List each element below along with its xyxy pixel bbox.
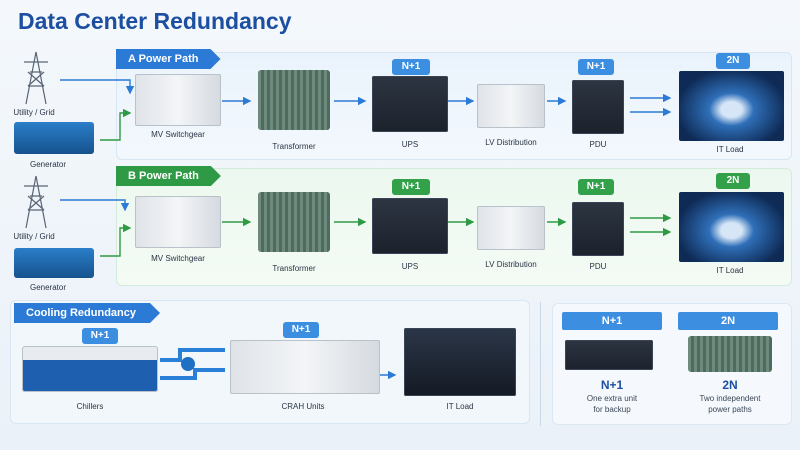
legend-2n-icon bbox=[688, 336, 772, 372]
legend-n1-icon bbox=[565, 340, 653, 370]
legend-n1-desc-2: for backup bbox=[593, 405, 631, 414]
legend-2n-title: 2N bbox=[722, 378, 738, 392]
mv-switchgear-icon bbox=[135, 196, 221, 248]
transformer-icon bbox=[258, 70, 330, 130]
lv-distribution-icon bbox=[477, 206, 545, 250]
chillers-badge: N+1 bbox=[82, 328, 118, 344]
pdu-badge: N+1 bbox=[578, 59, 614, 75]
transformer-label: Transformer bbox=[272, 142, 316, 151]
pipe-icon bbox=[160, 348, 225, 380]
pdu-icon bbox=[572, 202, 624, 256]
legend-n1-header: N+1 bbox=[562, 312, 662, 330]
generator-icon bbox=[14, 248, 94, 278]
lv-distribution-label: LV Distribution bbox=[485, 260, 537, 269]
legend-2n-desc-2: power paths bbox=[708, 405, 752, 414]
ups-icon bbox=[372, 76, 448, 132]
ups-badge: N+1 bbox=[392, 59, 430, 75]
server-room-icon bbox=[679, 192, 784, 262]
legend-n1-desc-1: One extra unit bbox=[586, 394, 638, 403]
chillers-label: Chillers bbox=[76, 402, 104, 411]
arrow-generator-a bbox=[100, 108, 132, 141]
utility-label: Utility / Grid bbox=[13, 108, 55, 117]
pdu-icon bbox=[572, 80, 624, 134]
crah-units-label: CRAH Units bbox=[281, 402, 325, 411]
server-room-icon bbox=[679, 71, 784, 141]
crah-badge: N+1 bbox=[283, 322, 319, 338]
tower-icon bbox=[24, 51, 48, 105]
ups-label: UPS bbox=[401, 262, 419, 271]
arrow-generator-b bbox=[100, 223, 132, 257]
legend-2n-header: 2N bbox=[678, 312, 778, 330]
utility-label: Utility / Grid bbox=[13, 232, 55, 241]
arrow-utility-a bbox=[60, 79, 135, 95]
it-load-badge: 2N bbox=[716, 53, 750, 69]
tower-icon bbox=[24, 175, 48, 229]
mv-switchgear-icon bbox=[135, 74, 221, 126]
generator-icon bbox=[14, 122, 94, 154]
crah-units-icon bbox=[230, 340, 380, 394]
it-load-label: IT Load bbox=[716, 266, 744, 275]
ups-badge: N+1 bbox=[392, 179, 430, 195]
path-b-tab: B Power Path bbox=[116, 166, 221, 186]
transformer-label: Transformer bbox=[272, 264, 316, 273]
pdu-badge: N+1 bbox=[578, 179, 614, 195]
it-load-label: IT Load bbox=[716, 145, 744, 154]
generator-label: Generator bbox=[29, 160, 67, 169]
generator-label: Generator bbox=[29, 283, 67, 292]
pdu-label: PDU bbox=[589, 262, 607, 271]
it-load-rack-icon bbox=[404, 328, 516, 396]
lv-distribution-icon bbox=[477, 84, 545, 128]
arrow-utility-b bbox=[60, 199, 130, 212]
chiller-icon bbox=[22, 346, 158, 392]
cooling-it-load-label: IT Load bbox=[446, 402, 474, 411]
lv-distribution-label: LV Distribution bbox=[485, 138, 537, 147]
page-title: Data Center Redundancy bbox=[18, 8, 292, 34]
legend-2n-desc-1: Two independent bbox=[699, 394, 761, 403]
cooling-tab: Cooling Redundancy bbox=[14, 303, 160, 323]
it-load-badge: 2N bbox=[716, 173, 750, 189]
path-a-tab: A Power Path bbox=[116, 49, 221, 69]
ups-label: UPS bbox=[401, 140, 419, 149]
mv-switchgear-label: MV Switchgear bbox=[151, 130, 205, 139]
transformer-icon bbox=[258, 192, 330, 252]
pdu-label: PDU bbox=[589, 140, 607, 149]
section-divider bbox=[540, 302, 541, 426]
mv-switchgear-label: MV Switchgear bbox=[151, 254, 205, 263]
ups-icon bbox=[372, 198, 448, 254]
legend-n1-title: N+1 bbox=[600, 378, 624, 392]
